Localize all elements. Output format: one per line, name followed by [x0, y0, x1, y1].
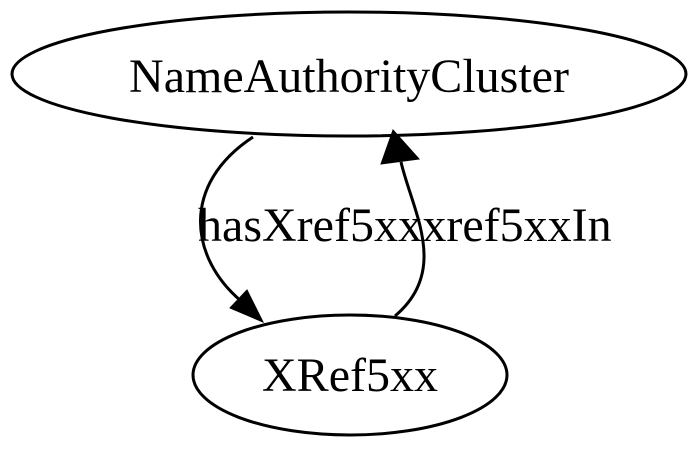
node-xref5xx-ellipse	[191, 313, 509, 437]
node-name-authority-cluster-label: NameAuthorityCluster	[129, 50, 569, 103]
graph-edge-xref5xx-in: xref5xxIn	[380, 129, 612, 318]
node-name-authority-cluster-ellipse	[10, 10, 688, 138]
node-xref5xx-label: XRef5xx	[262, 349, 438, 402]
edge-xref5xx-in-spline	[394, 161, 426, 318]
edge-xref5xx-in-label: xref5xxIn	[422, 199, 611, 252]
edge-has-xref5xx-spline	[199, 135, 254, 303]
edge-has-xref5xx-arrowhead-icon	[229, 289, 265, 323]
graph-node-xref5xx: XRef5xx	[191, 313, 509, 437]
edge-xref5xx-in-arrowhead-icon	[380, 129, 421, 165]
edge-has-xref5xx-label: hasXref5xx	[198, 199, 422, 252]
graph-edge-has-xref5xx: hasXref5xx	[198, 135, 422, 323]
graph-node-name-authority-cluster: NameAuthorityCluster	[10, 10, 688, 138]
